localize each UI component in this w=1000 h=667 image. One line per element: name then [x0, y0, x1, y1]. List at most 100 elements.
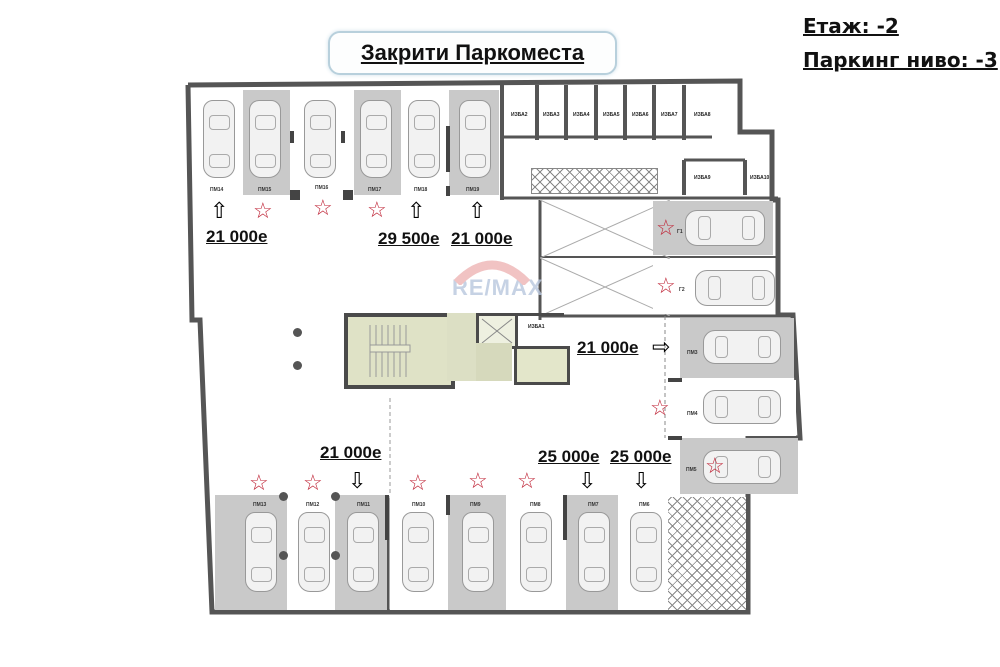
car-icon: [360, 100, 392, 178]
arrow-up-icon: ⇧: [210, 198, 229, 223]
car-icon: [459, 100, 491, 178]
star-icon: ☆: [517, 468, 537, 493]
spot-label: ПМ17: [368, 187, 382, 193]
spot-label: ПМ14: [210, 187, 224, 193]
spot-label: ПМ16: [315, 185, 329, 191]
storage-room-label: ИЗБА4: [573, 112, 590, 118]
pillar: [668, 436, 682, 440]
price-pm6: 25 000е: [610, 447, 672, 466]
star-icon: ☆: [656, 273, 676, 298]
pillar: [446, 495, 450, 515]
star-icon: ☆: [468, 468, 488, 493]
spot-label: ПМ6: [639, 502, 650, 508]
price-pm14: 21 000е: [206, 227, 268, 246]
car-icon: [298, 512, 330, 592]
car-icon: [408, 100, 440, 178]
spot-label: ПМ3: [687, 350, 698, 356]
ramp-hatch: [531, 168, 658, 194]
car-icon: [203, 100, 235, 178]
pillar: [385, 495, 389, 540]
storage-room-label: ИЗБА10: [750, 175, 770, 181]
car-icon: [703, 330, 781, 364]
car-icon: [245, 512, 277, 592]
car-icon: [685, 210, 765, 246]
page-title: Закрити Паркоместа: [360, 40, 585, 65]
star-icon: ☆: [313, 195, 333, 220]
star-icon: ☆: [303, 470, 323, 495]
column-dot: [293, 361, 302, 370]
arrow-down-icon: ⇩: [578, 468, 597, 493]
price-pm18: 29 500е: [378, 229, 440, 248]
arrow-right-icon: ⇨: [652, 334, 671, 359]
star-icon: ☆: [249, 470, 269, 495]
car-icon: [703, 450, 781, 484]
column-dot: [279, 492, 288, 501]
storage-room-label: ИЗБА5: [603, 112, 620, 118]
price-pm3: 21 000е: [577, 338, 639, 357]
spot-label: ПМ7: [588, 502, 599, 508]
star-icon: ☆: [656, 215, 676, 240]
pillar: [290, 190, 300, 200]
floor-label: Етаж: -2: [803, 14, 899, 38]
car-icon: [703, 390, 781, 424]
spot-label: ПМ15: [258, 187, 272, 193]
spot-label: ПМ13: [253, 502, 267, 508]
pillar: [446, 126, 450, 172]
car-icon: [578, 512, 610, 592]
spot-label: Г1: [677, 229, 683, 235]
car-icon: [695, 270, 775, 306]
star-icon: ☆: [650, 395, 670, 420]
spot-label: Г2: [679, 287, 685, 293]
arrow-down-icon: ⇩: [632, 468, 651, 493]
storage-room-label: ИЗБА8: [694, 112, 711, 118]
vestibule: [476, 343, 512, 381]
price-pm7: 25 000е: [538, 447, 600, 466]
lobby: [447, 313, 477, 381]
car-icon: [462, 512, 494, 592]
pillar: [341, 131, 345, 143]
storage-room-label: ИЗБА1: [528, 324, 545, 330]
storage-room-label: ИЗБА6: [632, 112, 649, 118]
car-icon: [630, 512, 662, 592]
stairwell: [344, 313, 455, 389]
storage-room-1[interactable]: [512, 313, 564, 346]
storage-room-label: ИЗБА2: [511, 112, 528, 118]
remax-balloon-icon: [453, 260, 531, 285]
ramp-area: [539, 199, 671, 317]
column-dot: [279, 551, 288, 560]
pillar: [446, 186, 450, 196]
spot-label: ПМ12: [306, 502, 320, 508]
arrow-up-icon: ⇧: [468, 198, 487, 223]
hatched-area: [668, 497, 746, 610]
parking-level-label: Паркинг ниво: -3: [803, 48, 998, 72]
pillar: [290, 131, 294, 143]
spot-label: ПМ10: [412, 502, 426, 508]
arrow-down-icon: ⇩: [348, 468, 367, 493]
star-icon: ☆: [705, 453, 725, 478]
star-icon: ☆: [408, 470, 428, 495]
column-dot: [293, 328, 302, 337]
column-dot: [331, 551, 340, 560]
spot-label: ПМ9: [470, 502, 481, 508]
car-icon: [520, 512, 552, 592]
pillar: [668, 378, 682, 382]
car-icon: [249, 100, 281, 178]
storage-room-label: ИЗБА9: [694, 175, 711, 181]
car-icon: [347, 512, 379, 592]
price-pm11: 21 000е: [320, 443, 382, 462]
spot-label: ПМ8: [530, 502, 541, 508]
storage-room-label: ИЗБА3: [543, 112, 560, 118]
spot-label: ПМ19: [466, 187, 480, 193]
pillar: [343, 190, 353, 200]
arrow-up-icon: ⇧: [407, 198, 426, 223]
star-icon: ☆: [367, 197, 387, 222]
pillar: [563, 495, 567, 540]
column-dot: [331, 492, 340, 501]
car-icon: [402, 512, 434, 592]
spot-label: ПМ5: [686, 467, 697, 473]
star-icon: ☆: [253, 198, 273, 223]
price-pm19: 21 000е: [451, 229, 513, 248]
spot-label: ПМ18: [414, 187, 428, 193]
title-box: Закрити Паркоместа: [328, 31, 617, 75]
